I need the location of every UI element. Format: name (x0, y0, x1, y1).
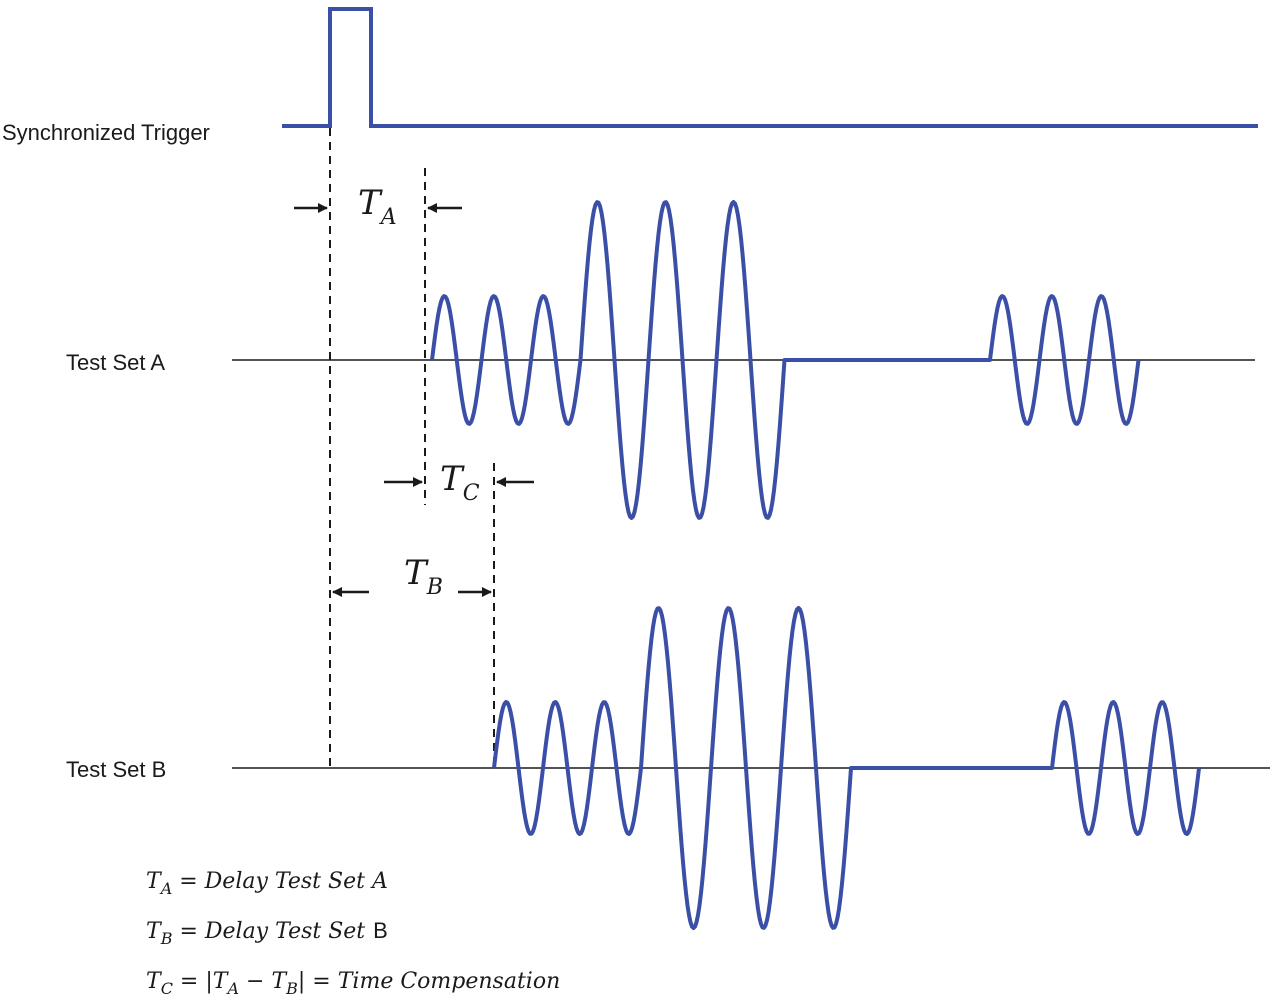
legend-ta-sub: A (159, 879, 173, 898)
legend-ta-base: T (146, 869, 163, 894)
legend-ta-text: Delay Test Set A (204, 869, 388, 894)
legend-tc-text: Time Compensation (338, 969, 561, 994)
legend-tb-suffix: B (373, 918, 388, 943)
tb-marker: TB (404, 553, 443, 600)
legend-tb-base: T (146, 919, 163, 944)
legend-tc: TC = |TA − TB| = Time Compensation (146, 969, 560, 998)
trigger-label: Synchronized Trigger (2, 120, 210, 145)
legend-tc-ta-sub: A (225, 979, 239, 998)
legend-tb-sub: B (160, 929, 173, 948)
legend-ta: TA = Delay Test Set A (146, 869, 388, 898)
legend-tc-sub: C (161, 979, 173, 998)
legend-tc-eq1: = | (173, 969, 213, 994)
legend-ta-eq: = (172, 869, 204, 894)
set-a-label: Test Set A (66, 350, 165, 375)
tc-marker-base: T (440, 459, 465, 499)
legend-tc-minus: − (239, 969, 271, 994)
legend-tb-text: Delay Test Set (204, 919, 365, 944)
tc-marker: TC (440, 459, 480, 506)
legend-tc-tb-base: T (271, 969, 288, 994)
ta-marker-sub: A (379, 205, 397, 230)
legend-tc-tb-sub: B (285, 979, 298, 998)
legend-tc-eq2: | = (298, 969, 338, 994)
legend-tc-base: T (146, 969, 163, 994)
tb-marker-sub: B (426, 575, 443, 600)
legend-tc-ta-base: T (213, 969, 230, 994)
set-a-waveform (430, 200, 1141, 520)
legend-tb-eq: = (172, 919, 204, 944)
ta-marker: TA (358, 183, 397, 230)
ta-marker-base: T (358, 183, 383, 223)
tc-marker-sub: C (463, 481, 480, 506)
set-b-waveform (492, 606, 1201, 930)
trigger-waveform (282, 7, 1258, 128)
set-b-label: Test Set B (66, 757, 166, 782)
tb-marker-base: T (404, 553, 429, 593)
